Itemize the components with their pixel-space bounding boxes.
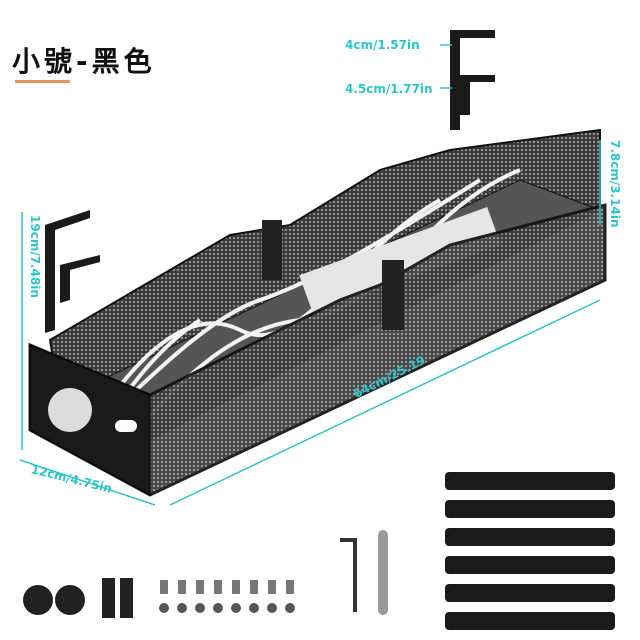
- dimension-lines: [19, 44, 601, 506]
- adhesive-pad: [55, 585, 85, 615]
- clamp-large-dimension: 4.5cm/1.77in: [345, 82, 433, 96]
- tray-side-panel: [29, 344, 151, 496]
- hex-key: [340, 538, 357, 612]
- height-dimension: 19cm/7.48in: [28, 215, 42, 298]
- divider-plate: [382, 260, 404, 330]
- velcro-pad: [120, 578, 133, 618]
- velcro-straps: [445, 472, 615, 630]
- product-title: 小號-黑色: [12, 45, 156, 78]
- cable-slot: [115, 420, 137, 432]
- clamp-right: [450, 30, 495, 130]
- adhesive-pad: [23, 585, 53, 615]
- clamp-small-dimension: 4cm/1.57in: [345, 38, 420, 52]
- title-underline: [15, 80, 70, 83]
- clamp-left: [45, 210, 100, 333]
- side-height-dimension: 7.8cm/3.14in: [608, 140, 622, 228]
- divider-plate: [262, 220, 282, 280]
- screws: [160, 580, 294, 594]
- velcro-pad: [102, 578, 115, 618]
- cable-hole: [48, 388, 92, 432]
- nuts: [159, 603, 295, 613]
